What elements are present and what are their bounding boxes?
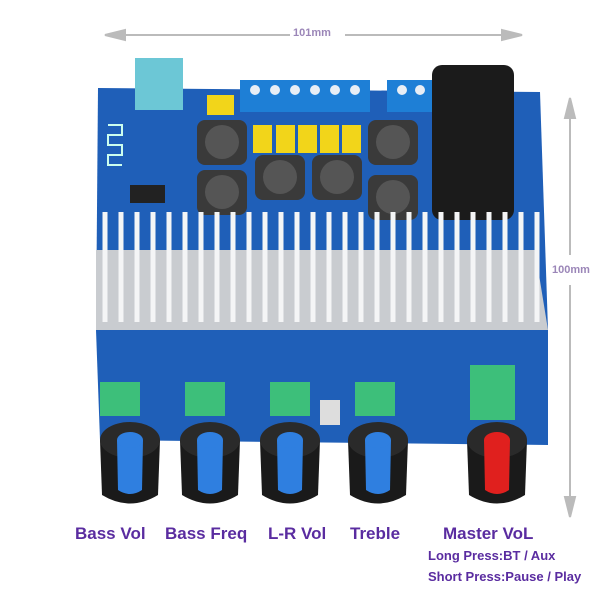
inductors [197, 120, 418, 220]
speaker-terminal-block [240, 80, 370, 112]
knob-label-treble: Treble [350, 524, 401, 543]
height-label: 100mm [552, 264, 590, 276]
knob-label-bass-freq: Bass Freq [165, 524, 248, 543]
knob-label-bass-vol: Bass Vol [75, 524, 146, 543]
bluetooth-antenna [107, 124, 123, 166]
knob[interactable] [180, 422, 240, 504]
knob-label-master-vol: Master VoL [443, 524, 534, 543]
mode-switch [320, 400, 340, 425]
knob-label-lr-vol: L-R Vol [268, 524, 327, 543]
knob[interactable] [467, 422, 527, 504]
width-label: 101mm [293, 27, 331, 39]
pots [100, 365, 515, 420]
short-press-note: Short Press:Pause / Play [428, 569, 582, 584]
electrolytic-capacitor [432, 65, 514, 220]
power-terminal-block [387, 80, 432, 112]
aux-jack [135, 58, 183, 110]
long-press-note: Long Press:BT / Aux [428, 548, 556, 563]
film-capacitors [207, 95, 361, 153]
knob[interactable] [100, 422, 160, 504]
knob[interactable] [260, 422, 320, 504]
knob[interactable] [348, 422, 408, 504]
width-dimension-arrow [104, 28, 523, 42]
heatsink [96, 250, 548, 330]
height-dimension-arrow [563, 97, 577, 518]
bluetooth-chip [130, 185, 165, 203]
